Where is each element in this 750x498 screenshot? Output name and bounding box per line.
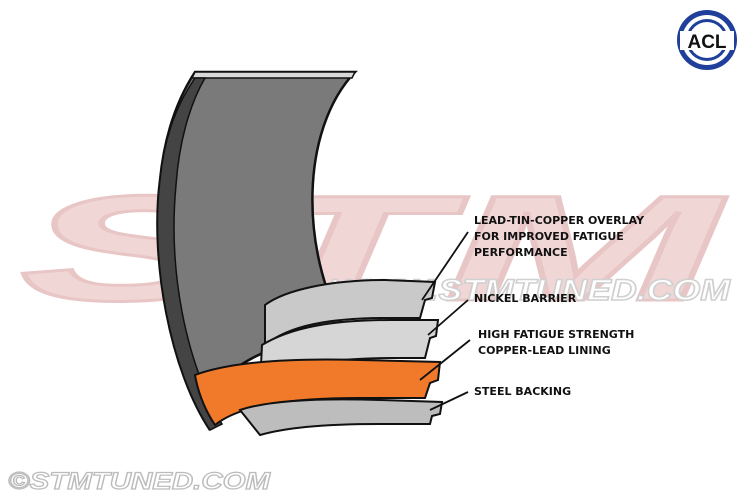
leader-overlay [421,231,469,301]
acl-logo-text: ACL [687,32,726,53]
watermark-stm: STM [20,164,727,332]
leader-copper [419,339,471,381]
leader-nickel [427,299,469,336]
bearing-outer-band [156,77,224,431]
layer-copper [193,358,442,427]
footer-watermark: ©STMTUNED.COM [8,468,271,495]
layer-overlay [264,278,437,348]
label-overlay-line1: LEAD-TIN-COPPER OVERLAY [474,214,645,227]
acl-logo: ACL [677,10,737,70]
label-nickel: NICKEL BARRIER [474,292,577,305]
leader-steel [429,391,469,411]
label-overlay-line3: PERFORMANCE [474,246,568,259]
bearing-top-edge [190,71,357,79]
label-copper-line1: HIGH FATIGUE STRENGTH [478,328,634,341]
label-overlay-line2: FOR IMPROVED FATIGUE [474,230,624,243]
label-copper-line2: COPPER-LEAD LINING [478,344,611,357]
label-steel: STEEL BACKING [474,385,571,398]
layer-steel [238,398,444,437]
